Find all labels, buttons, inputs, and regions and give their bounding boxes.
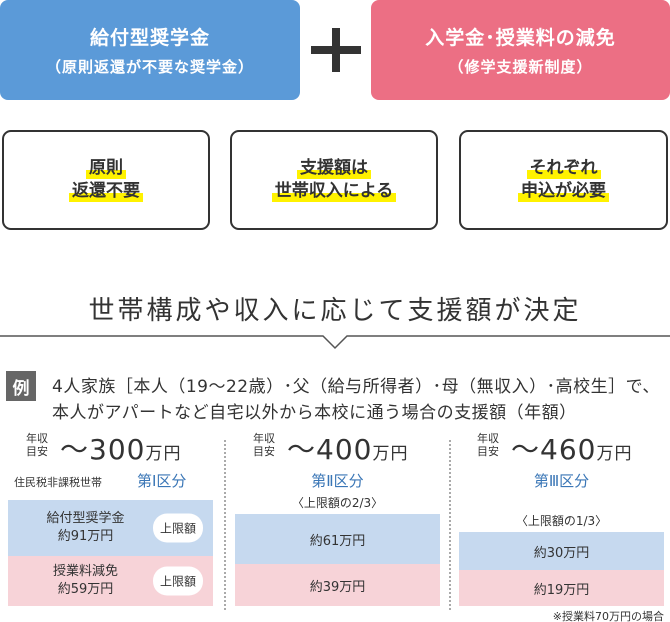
column-divider xyxy=(449,440,451,610)
tuition-reduction-amount: 約19万円 xyxy=(459,570,664,606)
tax-exempt-note: 住民税非課税世帯 xyxy=(14,476,102,489)
feature-separate-application: それぞれ 申込が必要 xyxy=(459,130,668,230)
feature-no-repayment: 原則 返還不要 xyxy=(2,130,210,230)
feature-line: 支援額は xyxy=(297,158,371,179)
example-text-line-1: 4人家族［本人（19〜22歳）･父（給与所得者）･母（無収入）･高校生］で、 xyxy=(52,377,660,397)
income-column-1: 年収目安 〜300万円 xyxy=(8,428,213,468)
income-label: 年収目安 xyxy=(477,432,499,458)
income-value: 〜300万円 xyxy=(60,433,182,466)
reduction-subtitle: （修学支援新制度） xyxy=(448,58,593,76)
footnote: ※授業料70万円の場合 xyxy=(552,610,664,622)
income-column-3: 年収目安 〜460万円 xyxy=(459,428,664,468)
scholarship-amount: 約30万円 xyxy=(459,532,664,570)
feature-line: 原則 xyxy=(86,158,126,179)
category-label: 第Ⅱ区分 xyxy=(311,472,364,490)
max-amount-badge: 上限額 xyxy=(152,566,203,596)
scholarship-amount: 約61万円 xyxy=(235,514,440,564)
reduction-title: 入学金･授業料の減免 xyxy=(425,27,616,49)
example-text-line-2: 本人がアパートなど自宅以外から本校に通う場合の支援額（年額） xyxy=(52,403,577,423)
max-amount-badge: 上限額 xyxy=(152,513,203,543)
scholarship-title: 給付型奨学金 xyxy=(89,27,210,49)
income-column-2: 年収目安 〜400万円 xyxy=(235,428,440,468)
scholarship-subtitle: （原則返還が不要な奨学金） xyxy=(45,58,254,76)
tuition-reduction-amount: 約39万円 xyxy=(235,564,440,606)
feature-line: それぞれ xyxy=(526,158,601,179)
feature-line: 世帯収入による xyxy=(271,181,397,202)
cap-note: 〈上限額の1/3〉 xyxy=(515,514,608,528)
column-divider xyxy=(224,440,226,610)
main-heading: 世帯構成や収入に応じて支援額が決定 xyxy=(88,296,582,326)
category-label: 第Ⅰ区分 xyxy=(137,472,187,490)
reduction-box: 入学金･授業料の減免 （修学支援新制度） xyxy=(371,0,670,100)
feature-line: 申込が必要 xyxy=(518,181,609,202)
feature-line: 返還不要 xyxy=(69,181,143,202)
scholarship-box: 給付型奨学金 （原則返還が不要な奨学金） xyxy=(0,0,300,100)
income-value: 〜460万円 xyxy=(511,433,633,466)
cap-note: 〈上限額の2/3〉 xyxy=(291,496,384,510)
feature-income-based: 支援額は 世帯収入による xyxy=(230,130,438,230)
category-label: 第Ⅲ区分 xyxy=(533,472,590,490)
plus-icon xyxy=(311,28,361,72)
income-label: 年収目安 xyxy=(26,432,48,458)
income-label: 年収目安 xyxy=(253,432,275,458)
scholarship-amount: 給付型奨学金約91万円 上限額 xyxy=(8,500,213,556)
heading-bracket-line xyxy=(0,335,670,350)
income-value: 〜400万円 xyxy=(287,433,409,466)
tuition-reduction-amount: 授業料減免約59万円 上限額 xyxy=(8,556,213,606)
example-badge: 例 xyxy=(6,371,36,401)
